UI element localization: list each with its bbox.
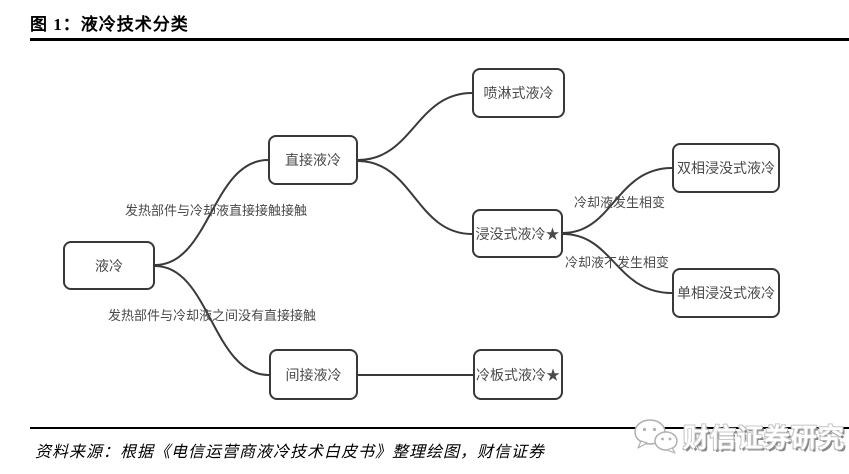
brand-watermark: 财信证券研究 [633, 417, 845, 455]
node-cold-plate-liquid-cooling: 冷板式液冷★ [473, 349, 563, 400]
node-single-phase-immersion: 单相浸没式液冷 [672, 268, 780, 318]
edge-immersion-two-phase [562, 167, 673, 234]
edge-root-direct [154, 159, 269, 266]
edge-label-direct-contact: 发热部件与冷却液直接接触接触 [125, 203, 308, 218]
node-liquid-cooling: 液冷 [63, 241, 155, 290]
edge-label-phase-change: 冷却液发生相变 [574, 195, 666, 210]
source-note: 资料来源：根据《电信运营商液冷技术白皮书》整理绘图，财信证券 [35, 444, 546, 461]
footer-rule [30, 427, 849, 429]
watermark-text: 财信证券研究 [682, 422, 845, 453]
node-spray-liquid-cooling: 喷淋式液冷 [472, 68, 565, 118]
figure-title: 图 1：液冷技术分类 [30, 15, 189, 34]
title-underline-rule [30, 38, 849, 41]
edge-label-no-phase-change: 冷却液不发生相变 [565, 255, 670, 270]
edge-immersion-single-phase [562, 233, 673, 294]
edge-direct-immersion [357, 160, 473, 235]
edge-label-no-direct-contact: 发热部件与冷却液之间没有直接接触 [108, 308, 317, 323]
node-two-phase-immersion: 双相浸没式液冷 [672, 143, 780, 193]
node-immersion-liquid-cooling: 浸没式液冷★ [472, 209, 563, 258]
node-direct-liquid-cooling: 直接液冷 [268, 135, 358, 185]
node-indirect-liquid-cooling: 间接液冷 [269, 349, 358, 400]
edge-root-indirect [154, 265, 270, 376]
edge-direct-spray [357, 92, 473, 161]
wechat-icon [634, 419, 678, 454]
